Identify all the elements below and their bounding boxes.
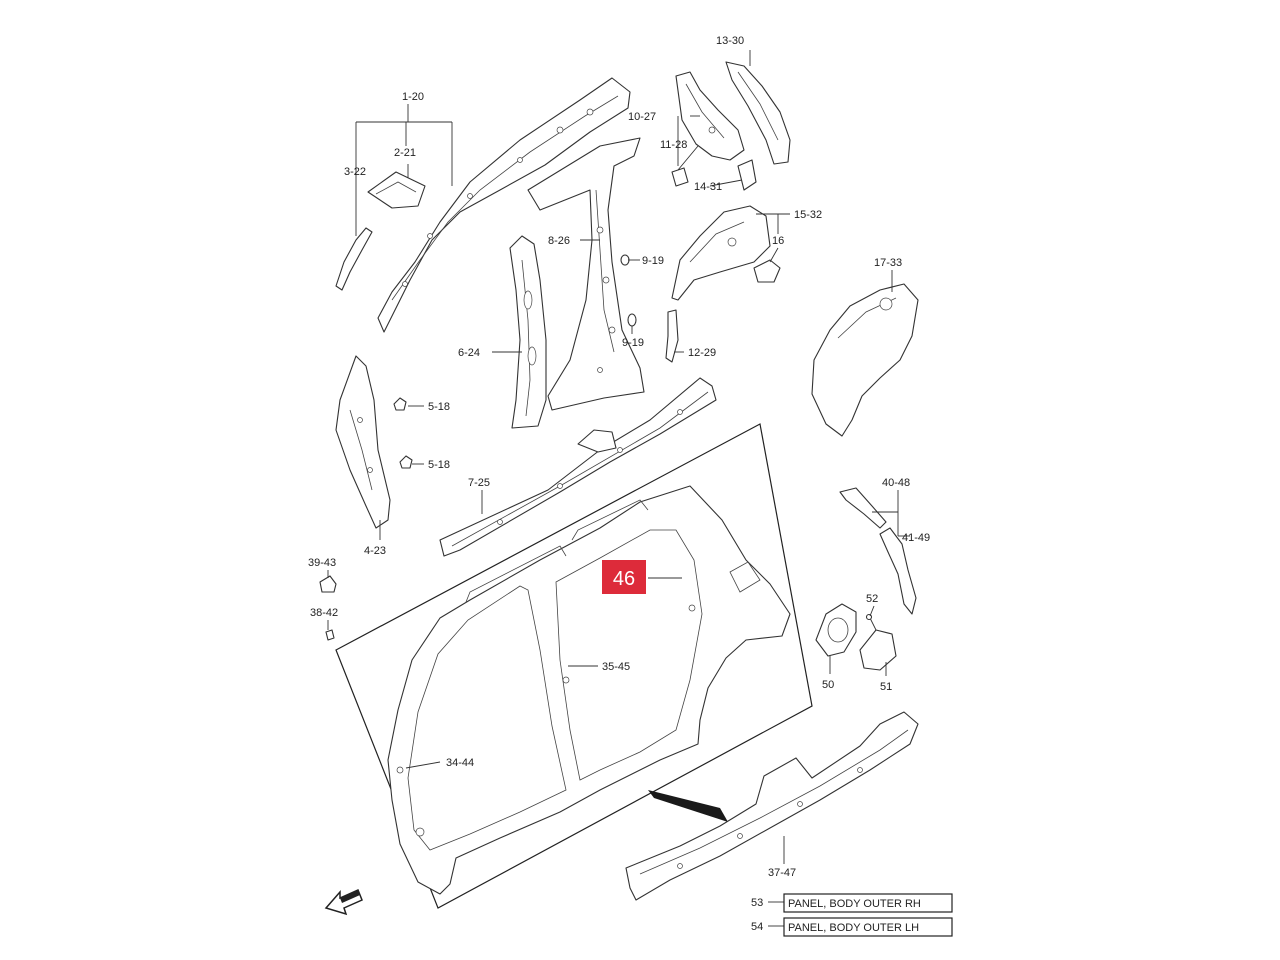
label-52: 52 [866, 593, 878, 605]
part-rear-pillar-outer-upper[interactable] [725, 61, 791, 165]
part-b-pillar-reinforcement[interactable] [509, 235, 547, 429]
label-9-19-b: 9-19 [622, 337, 644, 349]
highlighted-part-number[interactable]: 46 [602, 560, 646, 594]
label-7-25: 7-25 [468, 477, 490, 489]
part-clip-5-18-b[interactable] [399, 455, 413, 469]
label-16: 16 [772, 235, 784, 247]
label-17-33: 17-33 [874, 257, 902, 269]
label-9-19-a: 9-19 [642, 255, 664, 267]
part-clip-38-42[interactable] [325, 629, 335, 641]
label-1-20: 1-20 [402, 91, 424, 103]
part-fuel-door-housing[interactable] [815, 603, 857, 657]
part-roof-rail-bracket[interactable] [367, 171, 426, 209]
part-a-pillar-lower[interactable] [335, 355, 391, 529]
part-cap-16[interactable] [753, 259, 781, 283]
legend-number-53: 53 [751, 897, 763, 909]
label-13-30: 13-30 [716, 35, 744, 47]
legend-text-53: PANEL, BODY OUTER RH [788, 898, 921, 910]
part-rear-bracket-41-49[interactable] [879, 527, 917, 615]
part-screw-52[interactable] [865, 613, 877, 631]
part-side-sill-inner[interactable] [439, 377, 717, 557]
part-rear-bracket-40-48[interactable] [839, 487, 887, 529]
label-50: 50 [822, 679, 834, 691]
part-bracket-14-31[interactable] [737, 159, 757, 191]
label-41-49: 41-49 [902, 532, 930, 544]
part-fuel-filler-door[interactable] [859, 629, 897, 671]
part-clip-39-43[interactable] [319, 575, 337, 593]
part-a-pillar-trim[interactable] [335, 227, 373, 291]
legend-number-54: 54 [751, 921, 763, 933]
part-roof-side-rail[interactable] [377, 77, 631, 333]
label-37-47: 37-47 [768, 867, 796, 879]
part-clip-9-19-a[interactable] [620, 254, 630, 266]
legend: 53 PANEL, BODY OUTER RH 54 PANEL, BODY O… [751, 893, 953, 937]
part-rear-wheelhouse[interactable] [811, 283, 919, 437]
highlight-badge [602, 560, 646, 594]
label-15-32: 15-32 [794, 209, 822, 221]
part-rear-pillar-inner-upper[interactable] [675, 71, 745, 161]
part-side-sill-outer[interactable] [625, 711, 919, 901]
part-rear-quarter-inner[interactable] [671, 205, 771, 301]
label-5-18-a: 5-18 [428, 401, 450, 413]
leader-lines [327, 50, 910, 927]
label-4-23: 4-23 [364, 545, 386, 557]
highlight-number: 46 [613, 568, 635, 590]
part-bracket-11-28[interactable] [671, 167, 689, 187]
label-38-42: 38-42 [310, 607, 338, 619]
label-35-45: 35-45 [602, 661, 630, 673]
label-11-28: 11-28 [660, 139, 687, 151]
label-6-24: 6-24 [458, 347, 480, 359]
part-body-side-outer-panel[interactable] [387, 485, 791, 895]
callout-labels: 1-20 2-21 3-22 4-23 5-18 5-18 6-24 7-25 … [308, 35, 930, 879]
label-5-18-b: 5-18 [428, 459, 450, 471]
label-8-26: 8-26 [548, 235, 570, 247]
part-clip-9-19-b[interactable] [627, 313, 637, 327]
label-10-27: 10-27 [628, 111, 656, 123]
front-arrow-icon [324, 888, 363, 916]
label-2-21: 2-21 [394, 147, 416, 159]
label-39-43: 39-43 [308, 557, 336, 569]
label-51: 51 [880, 681, 892, 693]
part-clip-5-18-a[interactable] [393, 397, 407, 411]
part-bracket-12-29[interactable] [665, 309, 679, 363]
label-14-31: 14-31 [694, 181, 722, 193]
label-3-22: 3-22 [344, 166, 366, 178]
pointer-strip [648, 790, 728, 822]
legend-text-54: PANEL, BODY OUTER LH [788, 922, 919, 934]
label-40-48: 40-48 [882, 477, 910, 489]
label-12-29: 12-29 [688, 347, 716, 359]
label-34-44: 34-44 [446, 757, 474, 769]
